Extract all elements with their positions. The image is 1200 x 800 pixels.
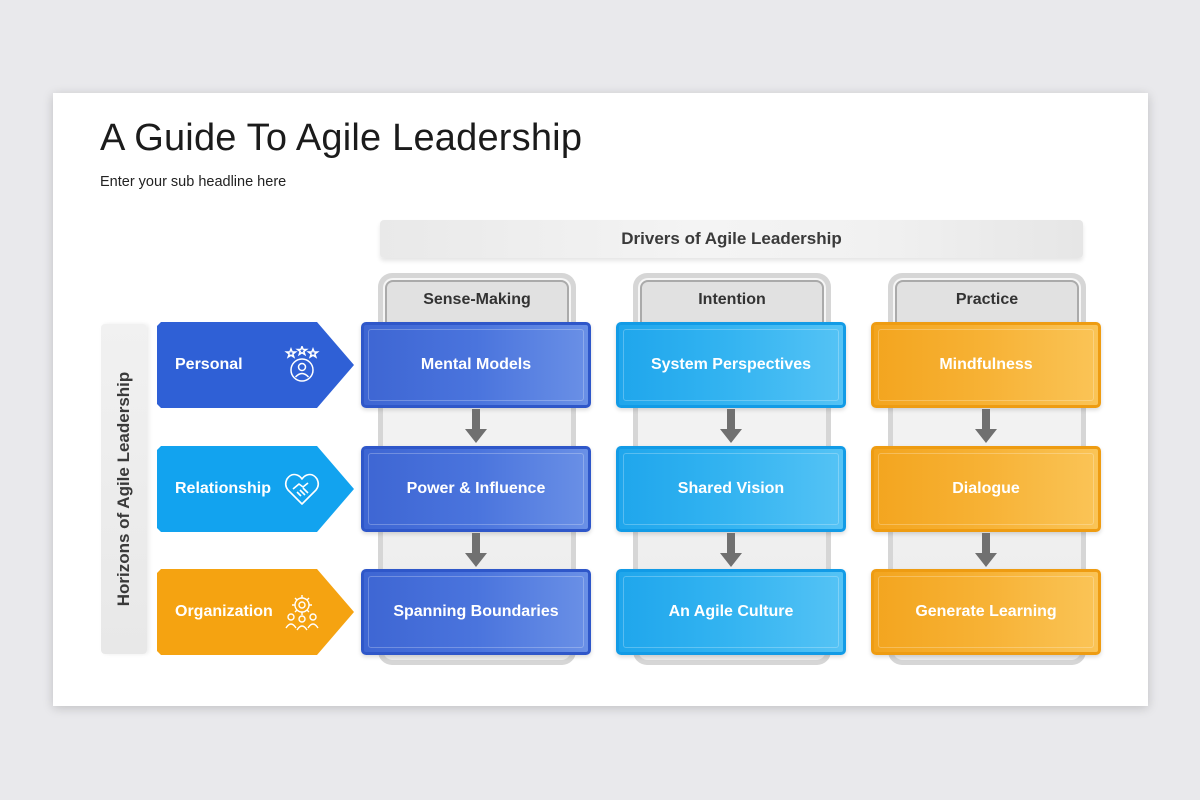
cell-label: Dialogue bbox=[952, 480, 1020, 497]
cell-label: Generate Learning bbox=[915, 603, 1057, 620]
page-title: A Guide To Agile Leadership bbox=[100, 117, 583, 159]
column-header-label: Intention bbox=[698, 291, 766, 308]
cell-label: An Agile Culture bbox=[668, 603, 794, 620]
horizons-label: Horizons of Agile Leadership bbox=[114, 371, 133, 607]
arrow-tab-shape bbox=[157, 569, 354, 655]
cell-power-influence: Power & Influence bbox=[361, 446, 591, 532]
handshake-heart-icon bbox=[284, 473, 320, 505]
cell-shared-vision: Shared Vision bbox=[616, 446, 846, 532]
cell-mindfulness: Mindfulness bbox=[871, 322, 1101, 408]
column-header-sense-making: Sense-Making bbox=[385, 280, 569, 322]
cell-spanning-boundaries: Spanning Boundaries bbox=[361, 569, 591, 655]
arrow-down-icon bbox=[720, 409, 742, 443]
row-label-personal: Personal bbox=[157, 322, 354, 408]
team-gear-icon bbox=[285, 595, 319, 631]
row-label-organization: Organization bbox=[157, 569, 354, 655]
row-label-text: Organization bbox=[175, 603, 273, 620]
cell-label: Spanning Boundaries bbox=[393, 603, 559, 620]
arrow-down-icon bbox=[465, 409, 487, 443]
cell-label: Shared Vision bbox=[677, 480, 785, 497]
row-label-text: Relationship bbox=[175, 480, 272, 497]
cell-label: Power & Influence bbox=[406, 480, 546, 497]
row-label-text: Personal bbox=[175, 356, 243, 373]
arrow-down-icon bbox=[975, 533, 997, 567]
arrow-down-icon bbox=[975, 409, 997, 443]
drivers-header-bar: Drivers of Agile Leadership bbox=[380, 220, 1083, 258]
column-header-label: Sense-Making bbox=[423, 291, 531, 308]
cell-mental-models: Mental Models bbox=[361, 322, 591, 408]
cell-dialogue: Dialogue bbox=[871, 446, 1101, 532]
cell-generate-learning: Generate Learning bbox=[871, 569, 1101, 655]
arrow-down-icon bbox=[720, 533, 742, 567]
person-stars-icon bbox=[284, 346, 320, 382]
cell-system-perspectives: System Perspectives bbox=[616, 322, 846, 408]
page-subtitle: Enter your sub headline here bbox=[100, 174, 287, 190]
column-header-intention: Intention bbox=[640, 280, 824, 322]
horizons-side-bar: Horizons of Agile Leadership bbox=[101, 324, 147, 654]
cell-label: System Perspectives bbox=[650, 356, 812, 373]
arrow-tab-shape bbox=[157, 446, 354, 532]
column-header-label: Practice bbox=[955, 291, 1019, 308]
cell-label: Mindfulness bbox=[939, 356, 1033, 373]
cell-agile-culture: An Agile Culture bbox=[616, 569, 846, 655]
drivers-label: Drivers of Agile Leadership bbox=[621, 229, 842, 248]
row-label-relationship: Relationship bbox=[157, 446, 354, 532]
column-header-practice: Practice bbox=[895, 280, 1079, 322]
arrow-tab-shape bbox=[157, 322, 354, 408]
cell-label: Mental Models bbox=[420, 356, 532, 373]
arrow-down-icon bbox=[465, 533, 487, 567]
